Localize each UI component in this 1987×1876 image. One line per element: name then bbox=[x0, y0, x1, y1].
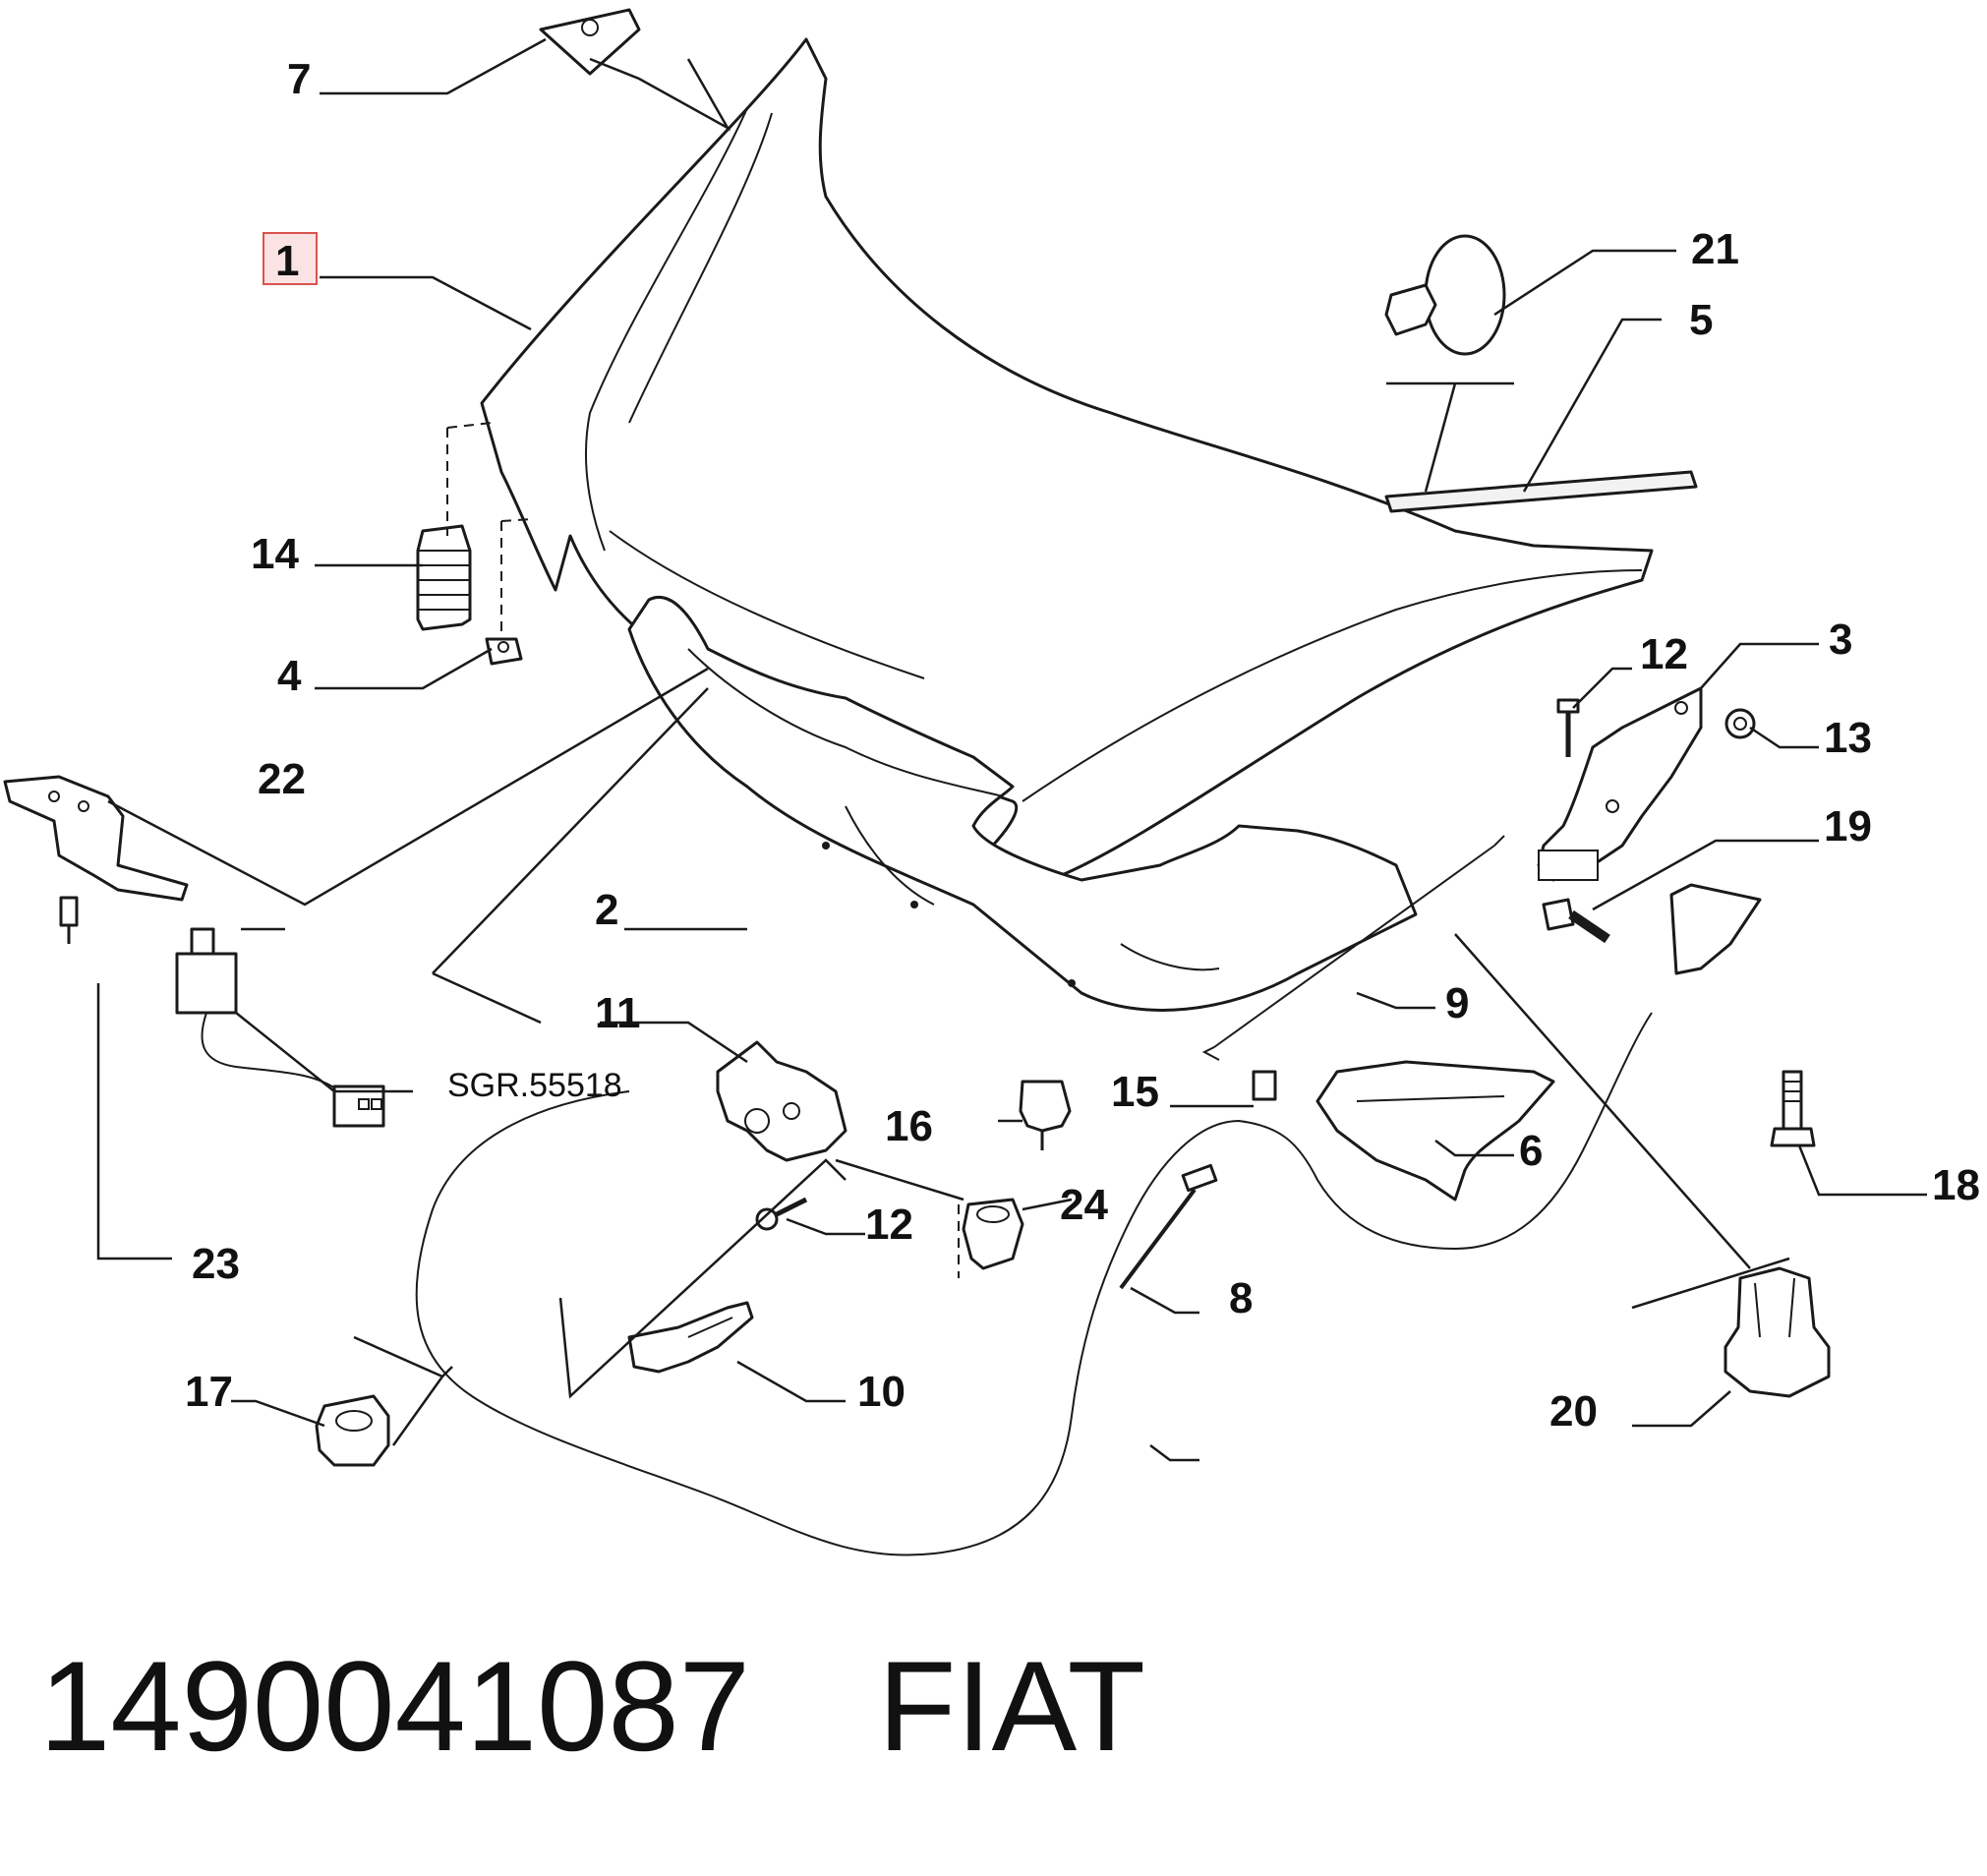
bolt-hinge bbox=[1542, 898, 1610, 944]
callout-19: 19 bbox=[1824, 802, 1872, 850]
highlight-box-callout-1 bbox=[263, 232, 318, 285]
group-lines bbox=[107, 57, 1790, 1446]
callout-22: 22 bbox=[258, 755, 306, 803]
callout-12-upper: 12 bbox=[1640, 630, 1688, 678]
sgr-reference: SGR.55518 bbox=[447, 1067, 622, 1104]
callout-17: 17 bbox=[185, 1368, 233, 1416]
bracket bbox=[3, 775, 189, 902]
bonnet-panel bbox=[480, 37, 1654, 877]
leader-lines bbox=[96, 37, 1927, 1462]
callout-15: 15 bbox=[1111, 1068, 1159, 1116]
callout-16: 16 bbox=[885, 1102, 933, 1150]
shield-panel bbox=[1315, 1060, 1555, 1202]
callout-8: 8 bbox=[1229, 1274, 1253, 1322]
release-handle bbox=[627, 1301, 754, 1374]
push-pin bbox=[1019, 1080, 1072, 1150]
nut bbox=[1724, 708, 1756, 739]
cable-holder bbox=[1724, 1266, 1831, 1398]
release-cable-end bbox=[1119, 1163, 1218, 1290]
callout-18: 18 bbox=[1932, 1161, 1980, 1209]
callout-3: 3 bbox=[1829, 616, 1852, 664]
callout-21: 21 bbox=[1691, 225, 1739, 273]
callout-24: 24 bbox=[1060, 1181, 1108, 1229]
alignment-dashes bbox=[446, 422, 960, 1278]
rubber-buffer bbox=[416, 524, 472, 631]
cable-grommet bbox=[315, 1394, 390, 1467]
callout-23: 23 bbox=[192, 1240, 240, 1288]
callout-13: 13 bbox=[1824, 714, 1872, 762]
pin bbox=[59, 896, 79, 944]
brand-name: FIAT bbox=[878, 1634, 1145, 1778]
rod-clip bbox=[1252, 1070, 1277, 1101]
prop-rod bbox=[1201, 835, 1505, 1061]
seal-strip bbox=[1384, 470, 1698, 513]
part-number: 1490041087 bbox=[39, 1634, 750, 1778]
callout-14: 14 bbox=[251, 530, 299, 578]
callout-20: 20 bbox=[1549, 1387, 1598, 1436]
callout-5: 5 bbox=[1689, 296, 1713, 344]
callout-labels: 1 7 14 4 21 5 22 12 3 13 19 2 11 SGR.555… bbox=[185, 55, 1980, 1436]
push-fastener bbox=[1384, 234, 1506, 356]
callout-2: 2 bbox=[595, 886, 618, 934]
bonnet-inner-panel bbox=[627, 596, 1418, 1012]
release-cable-routing bbox=[415, 883, 1762, 1556]
bonnet-latch bbox=[716, 1040, 847, 1162]
clip-nut bbox=[485, 637, 523, 666]
callout-9: 9 bbox=[1445, 979, 1469, 1027]
callout-12-lower: 12 bbox=[865, 1201, 913, 1249]
bonnet-switch-sensor bbox=[175, 927, 385, 1128]
hinge bbox=[1537, 686, 1703, 882]
bush bbox=[962, 1198, 1024, 1270]
callout-6: 6 bbox=[1519, 1127, 1543, 1175]
screw-upper bbox=[1556, 698, 1580, 757]
callout-1: 1 bbox=[275, 237, 299, 285]
callout-10: 10 bbox=[857, 1368, 906, 1416]
callout-11: 11 bbox=[595, 989, 641, 1037]
callout-7: 7 bbox=[287, 55, 311, 103]
bolt-right bbox=[1770, 1070, 1816, 1147]
bump-stop-top bbox=[539, 8, 641, 76]
screw-lower bbox=[755, 1197, 808, 1231]
callout-4: 4 bbox=[277, 652, 302, 700]
